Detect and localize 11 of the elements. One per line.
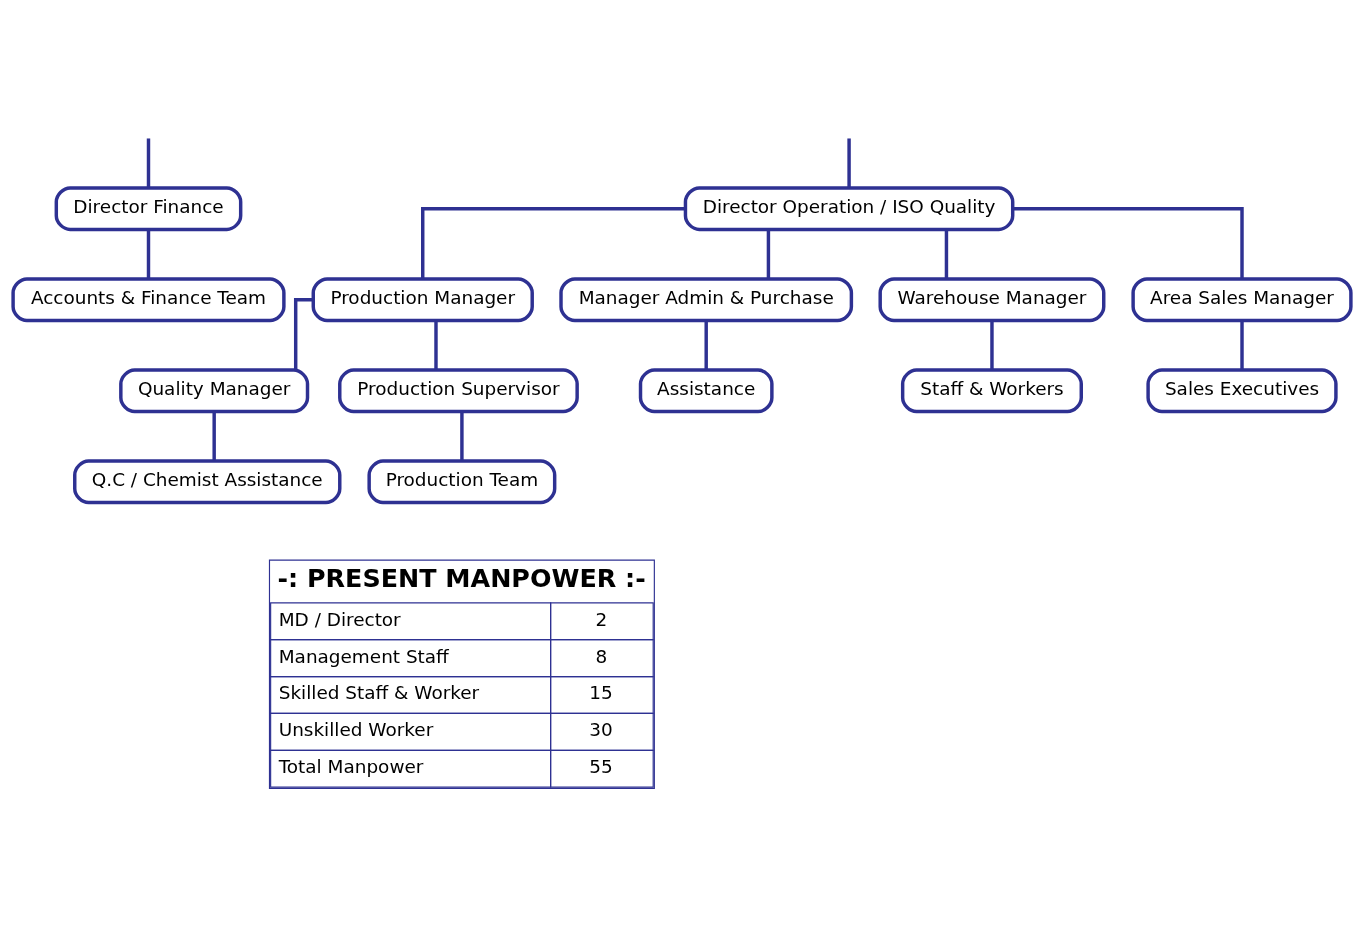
label: 15 <box>589 681 613 703</box>
label: MD / Director <box>278 608 401 630</box>
label: Unskilled Worker <box>278 718 434 740</box>
label: -: PRESENT MANPOWER :- <box>277 562 646 593</box>
label: 2 <box>595 608 608 630</box>
label: Total Manpower <box>278 755 424 777</box>
label: 30 <box>589 718 613 740</box>
label: Skilled Staff & Worker <box>278 681 480 703</box>
label: 8 <box>595 645 608 666</box>
label: Management Staff <box>278 645 449 666</box>
label: 55 <box>589 755 613 777</box>
